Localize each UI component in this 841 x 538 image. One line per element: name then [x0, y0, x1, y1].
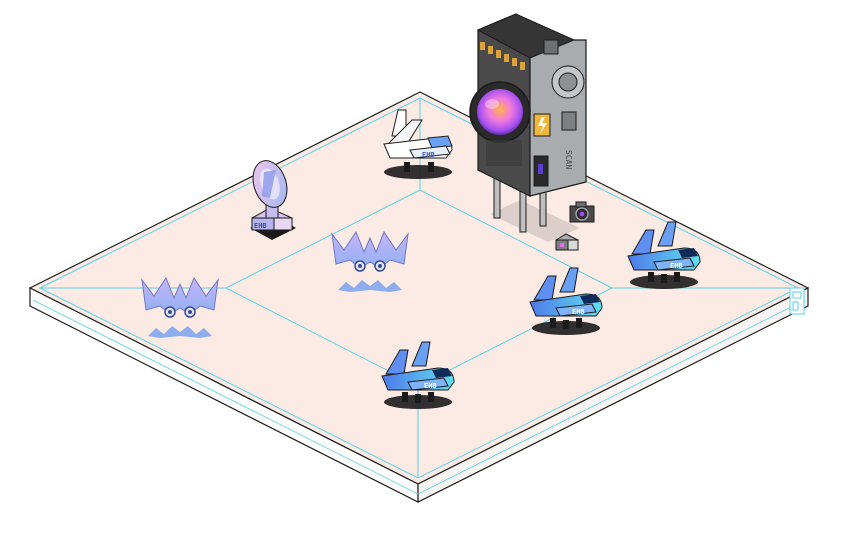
pedestal-tag-text: EHB	[254, 222, 267, 230]
robot-side-text: SCAN	[564, 150, 573, 169]
small-camera[interactable]	[569, 201, 595, 223]
white-jet-plane[interactable]: EHB	[383, 109, 453, 179]
robot-top-pins	[480, 42, 525, 70]
floor-grid	[40, 98, 798, 478]
lens-glass	[477, 89, 523, 135]
wall-logo	[789, 287, 805, 315]
tiny-machine[interactable]	[554, 233, 580, 251]
hologram-pedestal[interactable]: EHB	[247, 156, 296, 240]
floor-slab	[28, 91, 810, 503]
plane-tag-text: EHB	[422, 151, 435, 159]
floor-right-side	[417, 287, 809, 503]
giant-camera-robot[interactable]: SCAN	[469, 13, 587, 242]
